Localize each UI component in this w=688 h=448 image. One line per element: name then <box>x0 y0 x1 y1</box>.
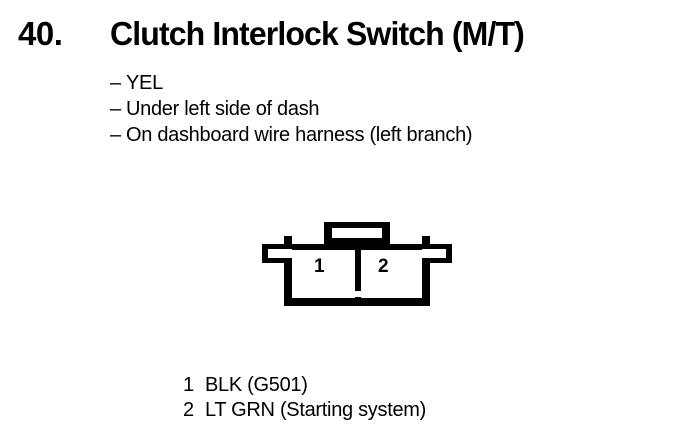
note-item: – On dashboard wire harness (left branch… <box>110 122 650 148</box>
legend-pin-number: 2 <box>183 399 194 421</box>
connector-pin-1-number: 1 <box>314 256 325 277</box>
note-text: YEL <box>126 72 163 94</box>
legend-row: 2 LT GRN (Starting system) <box>183 398 426 423</box>
pin-legend: 1 BLK (G501) 2 LT GRN (Starting system) <box>183 373 426 423</box>
connector-diagram: 1 2 <box>262 222 452 306</box>
connector-latch-slot <box>332 228 382 238</box>
note-text: Under left side of dash <box>126 98 320 120</box>
legend-pin-number: 1 <box>183 374 194 396</box>
note-text: On dashboard wire harness (left branch) <box>126 124 473 146</box>
legend-pin-label: LT GRN (Starting system) <box>205 399 426 421</box>
connector-base-slot <box>292 291 422 297</box>
item-number: 40. <box>18 15 63 52</box>
connector-right-ear-hollow <box>422 249 446 258</box>
note-item: – Under left side of dash <box>110 96 650 122</box>
note-item: – YEL <box>110 70 650 96</box>
connector-left-ear-hollow <box>268 249 292 258</box>
connector-cavity-divider <box>355 250 361 298</box>
dash-marker: – <box>110 98 121 120</box>
dash-marker: – <box>110 72 121 94</box>
page-title: Clutch Interlock Switch (M/T) <box>110 15 525 52</box>
legend-pin-label: BLK (G501) <box>205 374 308 396</box>
notes-list: – YEL – Under left side of dash – On das… <box>110 70 650 148</box>
legend-row: 1 BLK (G501) <box>183 373 426 398</box>
connector-pin-2-number: 2 <box>378 256 389 277</box>
connector-left-shoulder-notch <box>292 228 324 244</box>
connector-right-shoulder-notch <box>390 228 422 244</box>
dash-marker: – <box>110 124 121 146</box>
